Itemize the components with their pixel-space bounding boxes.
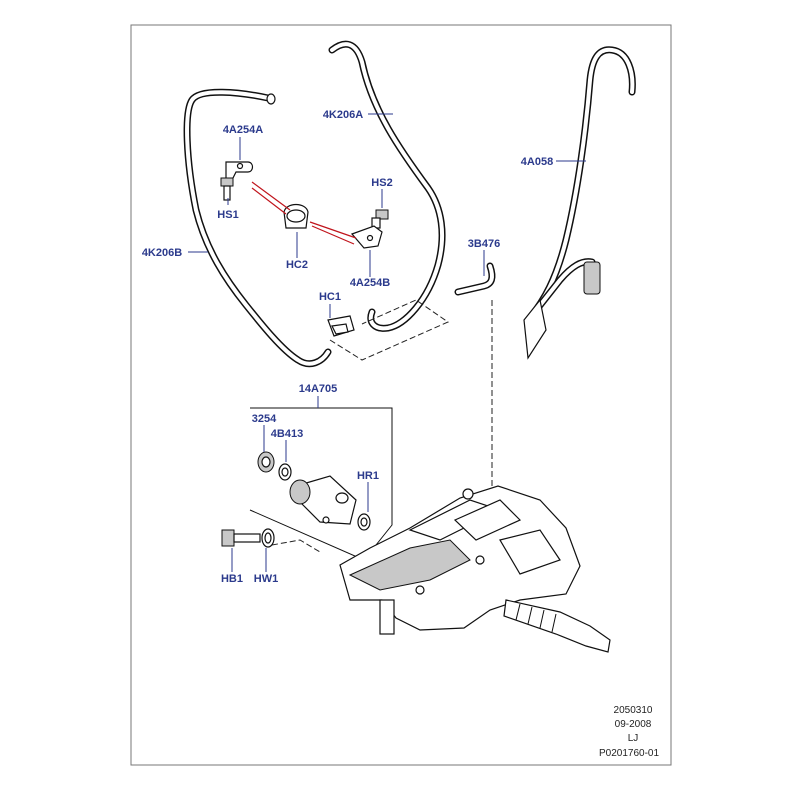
callout-4k206a: 4K206A bbox=[323, 109, 363, 121]
clip-hc2 bbox=[283, 203, 309, 229]
callout-hs1: HS1 bbox=[217, 209, 238, 221]
callout-3b476: 3B476 bbox=[468, 238, 500, 250]
bracket-4a254a bbox=[225, 161, 254, 181]
red-connector-lines bbox=[251, 181, 357, 245]
hose-4k206b bbox=[183, 88, 332, 368]
callout-4a058: 4A058 bbox=[521, 156, 553, 168]
pipe-4a058 bbox=[523, 46, 636, 360]
hose-4k206a bbox=[328, 40, 446, 332]
clip-hc1 bbox=[327, 315, 355, 337]
footer-line-2: 09-2008 bbox=[615, 719, 652, 730]
reference-footer: 2050310 09-2008 LJ P0201760-01 bbox=[599, 705, 659, 759]
callout-4k206b: 4K206B bbox=[142, 247, 182, 259]
hose-3b476 bbox=[454, 262, 496, 296]
transmission-housing bbox=[339, 485, 581, 635]
washer-hw1 bbox=[261, 528, 275, 548]
callout-4b413: 4B413 bbox=[271, 428, 303, 440]
kit-14a705-outline bbox=[249, 396, 393, 561]
callout-4a254a: 4A254A bbox=[223, 124, 263, 136]
callout-4a254b: 4A254B bbox=[350, 277, 390, 289]
assembly-dashed-lines bbox=[271, 299, 493, 600]
callout-3254: 3254 bbox=[252, 413, 277, 425]
bolt-hs2 bbox=[371, 209, 389, 229]
callout-hc2: HC2 bbox=[286, 259, 308, 271]
footer-line-1: 2050310 bbox=[614, 705, 653, 716]
bolt-hs1 bbox=[220, 177, 234, 201]
callout-hr1: HR1 bbox=[357, 470, 379, 482]
callout-hs2: HS2 bbox=[371, 177, 392, 189]
callout-hc1: HC1 bbox=[319, 291, 341, 303]
ring-4b413 bbox=[278, 463, 292, 481]
output-shaft bbox=[503, 599, 611, 653]
footer-line-4: P0201760-01 bbox=[599, 748, 659, 759]
seal-3254 bbox=[257, 451, 275, 473]
callout-hb1: HB1 bbox=[221, 573, 243, 585]
callout-hw1: HW1 bbox=[254, 573, 278, 585]
footer-line-3: LJ bbox=[628, 733, 639, 744]
slave-cylinder bbox=[289, 475, 357, 525]
bolt-hb1 bbox=[221, 529, 261, 547]
leader-lines bbox=[188, 113, 586, 572]
o-ring-hr1 bbox=[357, 513, 371, 531]
bracket-4a254b bbox=[350, 225, 383, 249]
callout-14a705: 14A705 bbox=[299, 383, 338, 395]
diagram-frame bbox=[130, 24, 672, 766]
